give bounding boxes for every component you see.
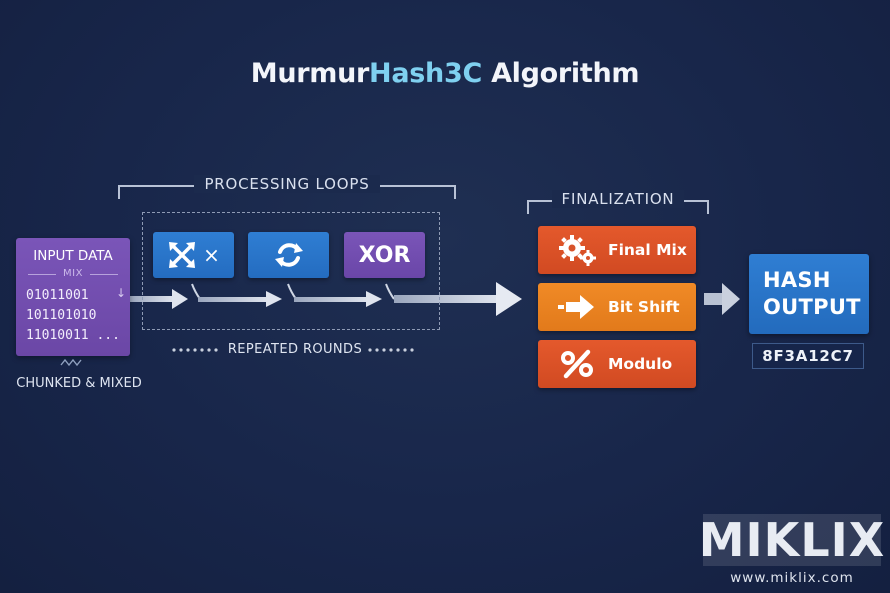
bit-shift-box: Bit Shift [538,283,696,331]
multiply-symbol: × [203,243,220,267]
repeated-rounds-label: REPEATED ROUNDS [227,342,363,357]
input-caption: CHUNKED & MIXED [16,376,142,391]
input-data-box: INPUT DATA MIX 01011001 101101010 110100… [16,238,130,356]
processing-label: PROCESSING LOOPS [194,175,380,193]
page-title: MurmurHash3C Algorithm [250,58,640,89]
input-bits-row: 101101010 [26,308,97,323]
input-data-title: INPUT DATA [33,248,113,264]
hash-output-title-line1: HASH [763,268,831,292]
arrow-loop-2 [287,283,382,307]
input-bits-row: 01011001 [26,288,89,303]
arrow-loop-1 [191,283,282,307]
rotate-icon [274,243,303,267]
hash-value: 8F3A12C7 [752,343,864,369]
xor-label: XOR [358,242,411,268]
gears-icon [559,235,596,266]
arrow-final-to-hash [704,283,740,315]
down-arrow-icon: ↓ [116,286,127,300]
crossed-arrows-icon [169,242,196,268]
input-mix-label: MIX [16,268,130,279]
arrow-input-to-loop [130,289,188,309]
input-bits-row: 11010011 ... [26,328,120,343]
arrow-loop-to-final [385,282,522,316]
watermark-url: www.miklix.com [730,570,854,586]
bit-shift-label: Bit Shift [608,298,680,316]
modulo-box: Modulo [538,340,696,388]
wave-icon [60,358,82,367]
hash-output-box: HASH OUTPUT [749,254,869,334]
percent-icon [561,349,593,379]
watermark-brand: MIKLIX [698,513,886,567]
rounds-dots [172,348,414,352]
shift-arrow-icon [558,295,594,319]
hash-output-title-line2: OUTPUT [763,295,861,319]
final-mix-box: Final Mix [538,226,696,274]
watermark-logo: MIKLIX [699,514,884,566]
xor-op-box: XOR [344,232,425,278]
processing-loop-frame [142,212,440,330]
final-mix-label: Final Mix [608,241,687,259]
rotate-op-box [248,232,329,278]
finalization-label: FINALIZATION [551,190,685,208]
modulo-label: Modulo [608,355,673,373]
multiply-op-box: × [153,232,234,278]
